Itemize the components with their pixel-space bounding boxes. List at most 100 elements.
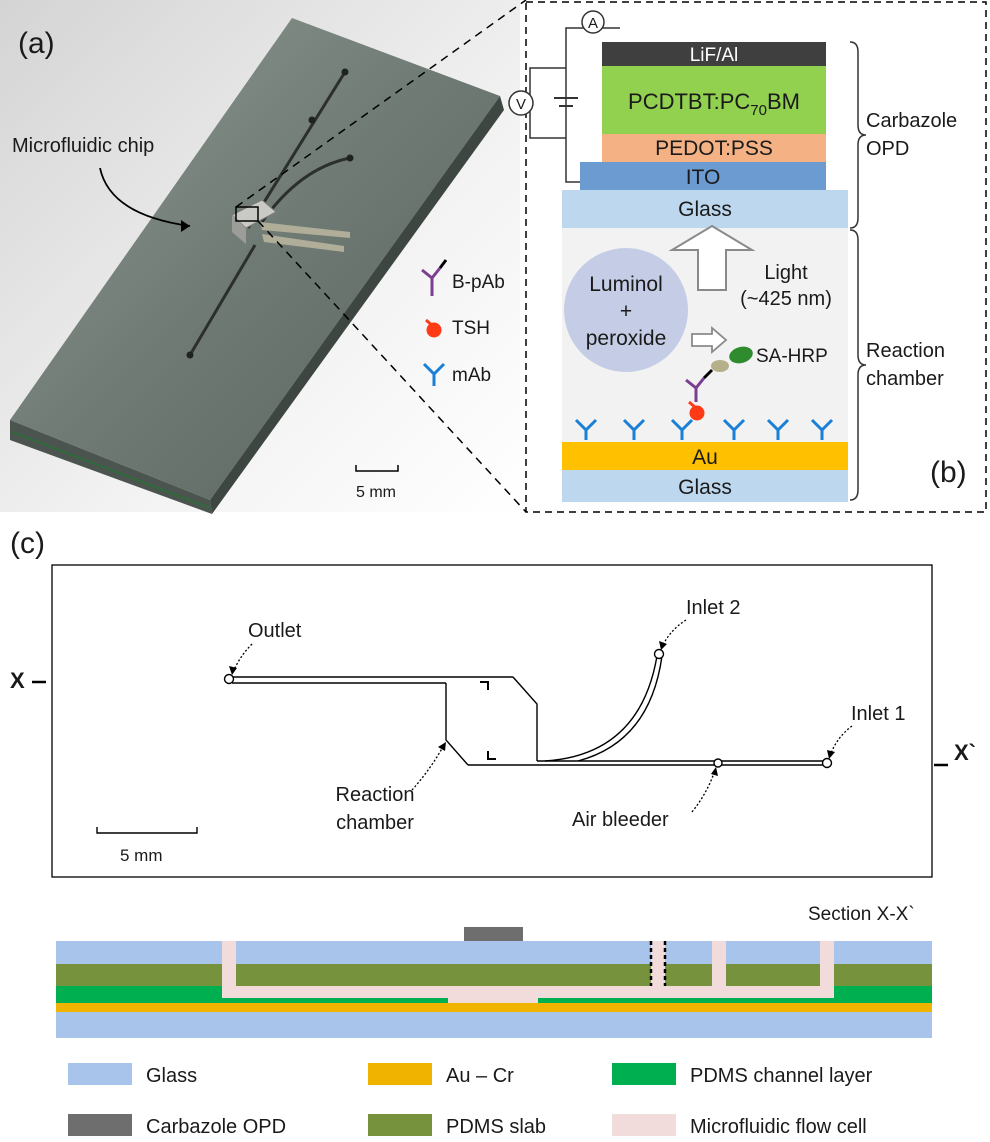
legend-b-pab: B-pAb xyxy=(452,272,505,293)
electrode-lead xyxy=(260,222,350,238)
ammeter-icon xyxy=(581,10,605,34)
legend-swatch-au-cr xyxy=(368,1063,432,1085)
air-bleeder-pointer-head xyxy=(711,767,718,776)
legend-tsh: TSH xyxy=(452,318,490,339)
sa-hrp-label: SA-HRP xyxy=(756,346,828,367)
luminol-line-2: + xyxy=(620,300,632,323)
section-flow-outlet xyxy=(222,941,236,998)
chip-pointer-arrowhead xyxy=(181,220,190,232)
opd-device-side xyxy=(232,215,246,244)
layer-pedot-pss-label: PEDOT:PSS xyxy=(655,137,773,160)
layer-active xyxy=(602,66,826,134)
air-bleeder-port xyxy=(713,758,723,768)
layer-glass-top xyxy=(562,190,848,228)
chip-pointer-arrow xyxy=(99,167,191,227)
brace-opd-line-1: Carbazole xyxy=(866,110,957,132)
chip-top-face xyxy=(10,18,500,500)
biotin-link-icon xyxy=(702,368,714,380)
zoom-line xyxy=(257,220,527,513)
layer-lif-al xyxy=(602,42,826,66)
legend-swatch-pdms-slab xyxy=(368,1114,432,1136)
legend-label-pdms-channel: PDMS channel layer xyxy=(690,1065,873,1087)
reaction-chamber-label-1: Reaction xyxy=(336,784,415,806)
outlet-pointer xyxy=(232,643,253,673)
legend-swatch-glass xyxy=(68,1063,132,1085)
section-au-cr xyxy=(56,1003,932,1012)
scale-bar-c-label: 5 mm xyxy=(120,846,163,865)
legend-swatch-opd xyxy=(68,1114,132,1136)
panel-a: (a) Microfluidic chip 5 mm B-pAb TSH mAb xyxy=(0,0,527,514)
layer-glass-bottom xyxy=(562,470,848,502)
reaction-chamber-pointer xyxy=(411,744,445,791)
light-arrow xyxy=(668,224,756,291)
hrp-enzyme-icon xyxy=(729,346,753,364)
legend-mab: mAb xyxy=(452,365,491,386)
chip-green-edge xyxy=(11,431,211,509)
zoom-region xyxy=(235,206,259,222)
layer-ito xyxy=(580,162,826,190)
panel-a-label: (a) xyxy=(18,27,55,60)
luminol-droplet xyxy=(564,248,688,372)
inlet-2-pointer-head xyxy=(659,641,667,650)
inlet-1-label: Inlet 1 xyxy=(851,703,905,725)
outlet-pointer-head xyxy=(229,666,237,675)
scale-bar-a xyxy=(355,465,399,472)
light-label: Light xyxy=(764,262,808,284)
reaction-chamber-pointer-head xyxy=(438,742,446,751)
ammeter-label: A xyxy=(588,15,598,32)
chip-layout-box xyxy=(51,564,933,878)
opd-alignment-mark xyxy=(480,681,489,690)
outlet-label: Outlet xyxy=(248,620,302,642)
channel-network xyxy=(232,655,824,766)
section-marker-right: X` xyxy=(954,740,976,765)
section-marker-left: X xyxy=(10,668,25,693)
luminol-line-1: Luminol xyxy=(589,273,663,296)
opd-alignment-mark xyxy=(487,751,496,760)
brace-opd-line-2: OPD xyxy=(866,138,909,160)
layer-au xyxy=(562,442,848,470)
section-title: Section X-X` xyxy=(808,904,915,925)
chip-port xyxy=(341,68,349,76)
panel-b-border xyxy=(525,1,987,513)
reaction-chamber-label-2: chamber xyxy=(336,812,414,834)
tsh-bound-icon xyxy=(689,405,705,421)
inlet-1-port xyxy=(821,757,833,769)
panel-b: A V LiF/Al PCDTBT:PC70BM PEDOT:PSS ITO G… xyxy=(508,1,987,513)
legend-label-glass: Glass xyxy=(146,1065,197,1087)
zoom-line xyxy=(235,0,527,208)
layer-active-label: PCDTBT:PC70BM xyxy=(628,89,800,119)
streptavidin-icon xyxy=(711,360,729,372)
tsh-antigen-icon xyxy=(425,318,442,338)
biotinylated-antibody-icon xyxy=(421,259,448,296)
detection-antibody-icon xyxy=(685,377,706,402)
section-flow-inlet1 xyxy=(820,941,834,998)
legend-label-opd: Carbazole OPD xyxy=(146,1116,286,1138)
monoclonal-antibody-icon xyxy=(422,362,446,386)
chip-front-face xyxy=(10,420,212,514)
outlet-port xyxy=(223,673,235,685)
air-bleeder-label: Air bleeder xyxy=(572,809,669,831)
section-pdms-slab xyxy=(56,964,932,986)
legend-swatch-pdms-channel xyxy=(612,1063,676,1085)
inlet-2-label: Inlet 2 xyxy=(686,597,740,619)
luminol-line-3: peroxide xyxy=(586,327,667,350)
layer-au-label: Au xyxy=(692,446,718,469)
brace-chamber-line-2: chamber xyxy=(866,368,944,390)
panel-c-label: (c) xyxy=(10,527,45,560)
section-legend: Glass Au – Cr PDMS channel layer Carbazo… xyxy=(68,1063,873,1138)
panel-b-label: (b) xyxy=(930,456,967,489)
layer-glass-bottom-label: Glass xyxy=(678,476,732,499)
section-flow-bleeder xyxy=(712,941,726,998)
chip-label: Microfluidic chip xyxy=(12,135,154,157)
capture-antibody-row xyxy=(574,418,834,440)
electrode-lead xyxy=(262,234,344,252)
scale-bar-c xyxy=(96,827,198,834)
section-flow-chamber xyxy=(448,986,538,1003)
section-glass-bottom xyxy=(56,1012,932,1038)
legend-swatch-flow-cell xyxy=(612,1114,676,1136)
light-wavelength: (~425 nm) xyxy=(740,288,832,310)
reaction-arrow xyxy=(691,326,728,354)
panel-c: (c) X X` Outlet Inlet 2 Inlet xyxy=(10,527,976,1138)
legend-label-flow-cell: Microfluidic flow cell xyxy=(690,1116,867,1138)
